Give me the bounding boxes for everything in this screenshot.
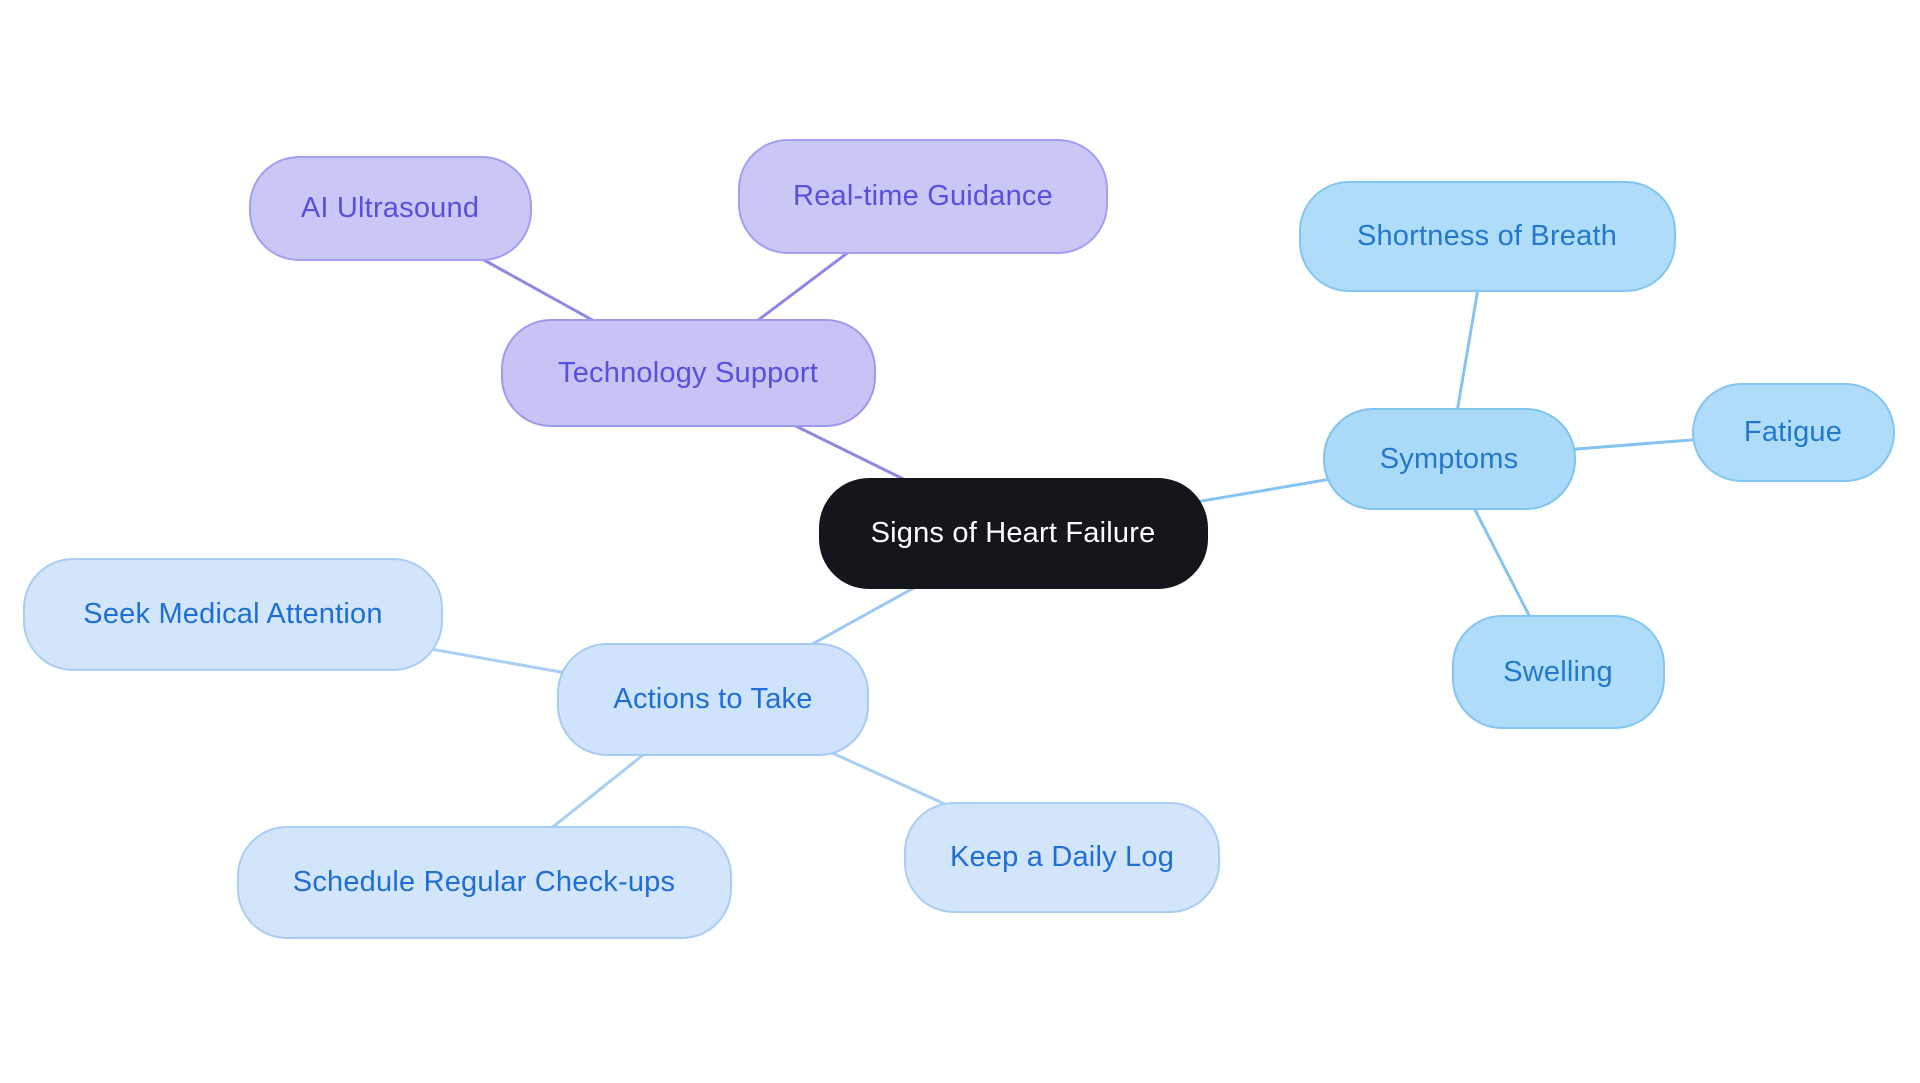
node-actions-to-take[interactable]: Actions to Take <box>557 642 869 756</box>
node-real-time-guidance[interactable]: Real-time Guidance <box>738 138 1108 254</box>
node-label-fatigue: Fatigue <box>1743 415 1843 448</box>
node-schedule-regular-checkups[interactable]: Schedule Regular Check-ups <box>236 825 732 939</box>
node-label-central: Signs of Heart Failure <box>870 516 1156 549</box>
node-label-symptoms: Symptoms <box>1379 442 1519 475</box>
node-central[interactable]: Signs of Heart Failure <box>818 477 1208 589</box>
node-label-ai-ultrasound: AI Ultrasound <box>300 191 480 224</box>
node-label-shortness-of-breath: Shortness of Breath <box>1356 219 1618 252</box>
node-symptoms[interactable]: Symptoms <box>1322 408 1576 510</box>
node-label-technology-support: Technology Support <box>558 356 818 389</box>
node-label-real-time-guidance: Real-time Guidance <box>793 179 1053 212</box>
node-label-swelling: Swelling <box>1503 655 1613 688</box>
node-label-schedule-regular-checkups: Schedule Regular Check-ups <box>292 865 676 898</box>
node-fatigue[interactable]: Fatigue <box>1691 382 1895 482</box>
node-label-keep-a-daily-log: Keep a Daily Log <box>949 840 1175 873</box>
node-keep-a-daily-log[interactable]: Keep a Daily Log <box>904 801 1220 913</box>
node-label-actions-to-take: Actions to Take <box>613 682 813 715</box>
node-swelling[interactable]: Swelling <box>1451 615 1665 729</box>
node-ai-ultrasound[interactable]: AI Ultrasound <box>248 155 532 261</box>
node-technology-support[interactable]: Technology Support <box>500 319 876 427</box>
node-label-seek-medical-attention: Seek Medical Attention <box>83 597 383 630</box>
node-seek-medical-attention[interactable]: Seek Medical Attention <box>23 557 443 671</box>
node-shortness-of-breath[interactable]: Shortness of Breath <box>1298 180 1676 292</box>
